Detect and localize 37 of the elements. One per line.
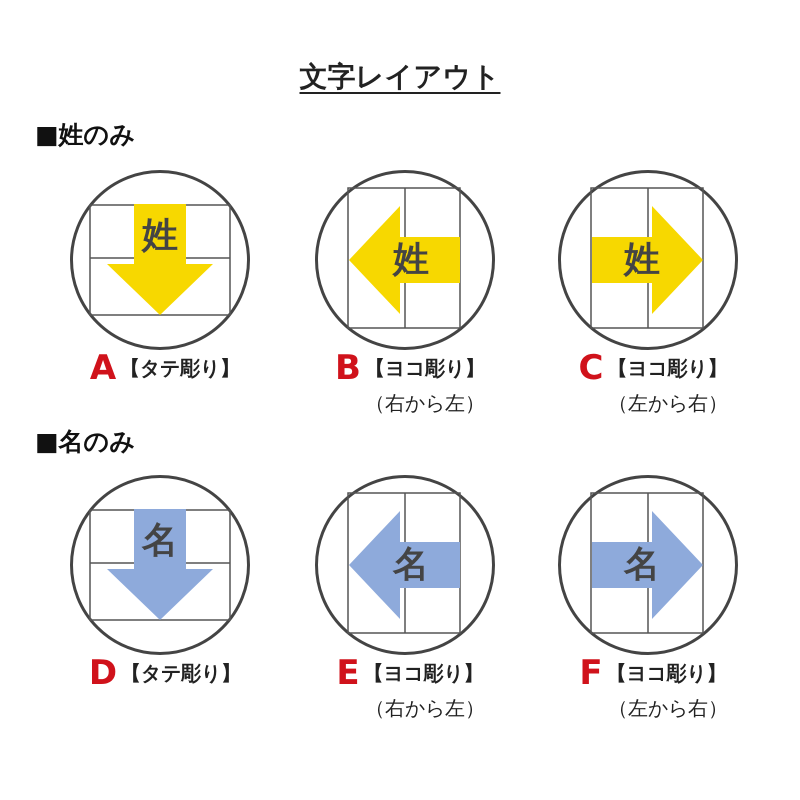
circle-frame [558,170,738,350]
circle-frame [558,475,738,655]
layout-type-label: 【ヨコ彫り】 [606,660,727,686]
layout-type-label: 【タテ彫り】 [121,660,242,686]
option-letter: E [336,653,360,693]
option-letter: B [335,348,361,388]
arrow-shape [106,509,214,621]
character-label: 姓 [140,216,179,256]
layout-type-label: 【ヨコ彫り】 [364,660,484,686]
character-label: 姓 [622,240,661,280]
layout-type-label: 【ヨコ彫り】 [607,354,728,382]
section-heading: ■名のみ [35,426,136,458]
arrow-shape [349,511,461,619]
arrow-shape [349,206,461,314]
direction-note: （左から右） [607,695,729,722]
option-letter: F [579,653,603,693]
character-label: 名 [392,545,430,585]
option-letter: D [88,653,118,693]
circle-frame [315,475,495,655]
character-label: 名 [140,521,179,561]
arrow-shape [592,511,704,619]
arrow-shape [592,206,704,314]
circle-frame [315,170,495,350]
arrow-shape [106,204,214,316]
direction-note: （右から左） [364,390,486,417]
section-heading: ■姓のみ [35,119,136,151]
layout-type-label: 【タテ彫り】 [120,354,240,382]
layout-type-label: 【ヨコ彫り】 [364,354,485,382]
circle-frame [70,475,250,655]
option-letter: A [90,348,116,388]
diagram-title: 文字レイアウト [298,59,502,95]
direction-note: （左から右） [607,390,729,417]
circle-frame [70,170,250,350]
character-label: 姓 [391,240,430,280]
character-label: 名 [622,545,661,585]
direction-note: （右から左） [364,695,486,722]
option-letter: C [578,348,604,388]
